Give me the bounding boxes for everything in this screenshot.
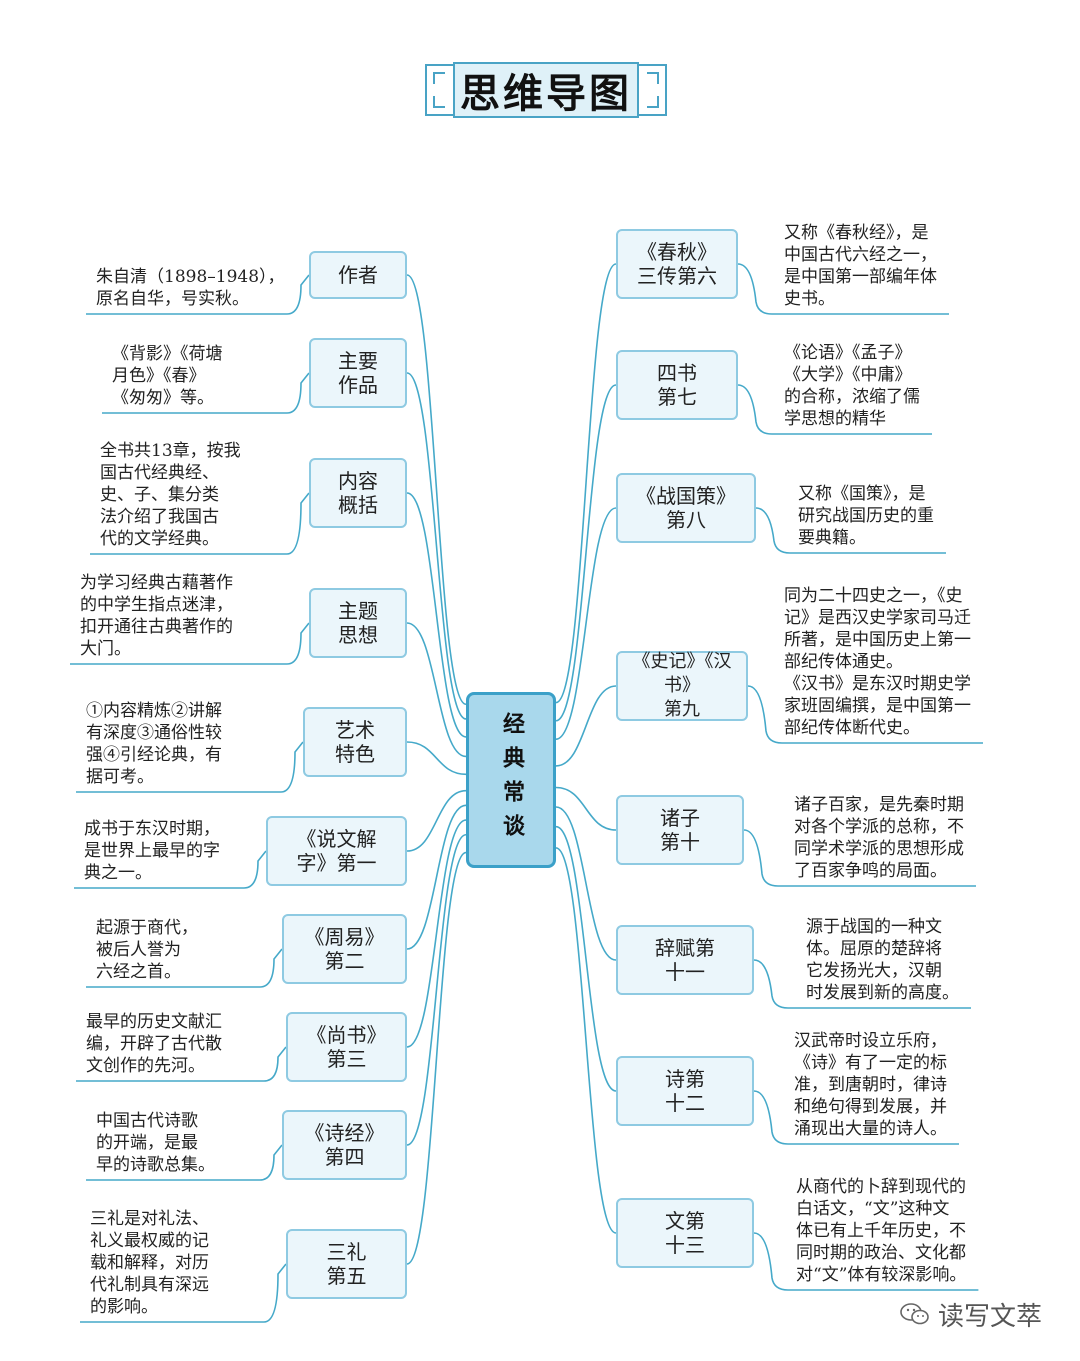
- connector-curve: [555, 806, 617, 961]
- branch-description: 诸子百家，是先秦时期 对各个学派的总称，不 同学术学派的思想形成 了百家争鸣的局…: [794, 795, 964, 881]
- description-underline: [80, 1263, 287, 1323]
- connector-curve: [555, 263, 617, 704]
- description-underline: [76, 1046, 287, 1082]
- description-underline: [70, 622, 310, 665]
- watermark-text: 读写文萃: [938, 1301, 1043, 1332]
- connector-curve: [555, 685, 617, 767]
- connector-curve: [555, 847, 617, 1234]
- branch-node-right: 《春秋》 三传第六: [616, 229, 738, 299]
- page-title: 思维导图: [453, 62, 639, 118]
- description-underline: [90, 492, 310, 555]
- branch-description: 起源于商代， 被后人誉为 六经之首。: [96, 918, 198, 982]
- branch-description: 《背影》《荷塘 月色》《春》 《匆匆》等。: [112, 344, 223, 408]
- connector-curve: [406, 789, 467, 852]
- branch-description: 《论语》《孟子》 《大学》《中庸》 的合称，浓缩了儒 学思想的精华: [784, 343, 920, 429]
- branch-node-left: 主题 思想: [309, 588, 407, 658]
- description-underline: [102, 372, 310, 414]
- branch-description: 朱自清（1898–1948）， 原名自华，号实秋。: [96, 267, 285, 309]
- connector-curve: [555, 384, 617, 722]
- center-node: 经典常谈: [466, 692, 556, 868]
- description-underline: [86, 274, 310, 315]
- branch-node-left: 《说文解 字》第一: [266, 816, 407, 886]
- connector-curve: [406, 851, 467, 1265]
- branch-node-right: 文第 十三: [616, 1198, 754, 1268]
- description-underline: [743, 829, 976, 887]
- branch-description: 三礼是对礼法、 礼义最权威的记 载和解释，对历 代礼制具有深远 的影响。: [90, 1209, 209, 1317]
- banner-ornament-right: [637, 64, 667, 116]
- wechat-icon: [900, 1303, 929, 1325]
- connector-curve: [406, 819, 467, 1048]
- connector-curve: [406, 804, 467, 950]
- connector-curve: [406, 741, 467, 776]
- title-banner: 思维导图: [423, 58, 669, 124]
- watermark: 读写文萃: [900, 1294, 1042, 1334]
- description-underline: [755, 507, 946, 554]
- connector-curve: [555, 507, 617, 740]
- description-underline: [74, 850, 267, 889]
- branch-description: 从商代的卜辞到现代的 白话文，“文”这种文 体已有上千年历史，不 同时期的政治、…: [796, 1177, 967, 1285]
- branch-node-left: 《诗经》 第四: [282, 1110, 407, 1180]
- connector-curve: [555, 786, 617, 831]
- banner-ornament-left: [425, 64, 455, 116]
- connector-curve: [406, 833, 467, 1146]
- description-underline: [753, 1090, 959, 1145]
- branch-description: 又称《国策》，是 研究战国历史的重 要典籍。: [798, 484, 934, 548]
- branch-node-left: 三礼 第五: [286, 1229, 407, 1299]
- branch-description: 为学习经典古藉著作 的中学生指点迷津， 扣开通往古典著作的 大门。: [80, 573, 233, 659]
- connector-curve: [406, 492, 467, 738]
- branch-description: 源于战国的一种文 体。屈原的楚辞将 它发扬光大，汉朝 时发展到新的高度。: [806, 917, 959, 1003]
- branch-description: 成书于东汉时期， 是世界上最早的字 典之一。: [84, 819, 220, 883]
- description-underline: [753, 959, 971, 1009]
- connector-curve: [406, 622, 467, 758]
- connector-curve: [406, 372, 467, 720]
- description-underline: [86, 948, 283, 988]
- description-underline: [753, 1232, 979, 1291]
- branch-description: 中国古代诗歌 的开端，是最 早的诗歌总集。: [96, 1111, 215, 1175]
- branch-description: 又称《春秋经》，是 中国古代六经之一， 是中国第一部编年体 史书。: [784, 223, 937, 309]
- branch-description: ①内容精炼②讲解 有深度③通俗性较 强④引经论典，有 据可考。: [86, 701, 222, 787]
- connector-curve: [406, 274, 467, 706]
- branch-description: 最早的历史文献汇 编，开辟了古代散 文创作的先河。: [86, 1012, 222, 1076]
- branch-node-left: 内容 概括: [309, 458, 407, 528]
- branch-node-left: 作者: [309, 251, 407, 299]
- branch-description: 全书共13章，按我 国古代经典经、 史、子、集分类 法介绍了我国古 代的文学经典…: [100, 441, 241, 549]
- branch-node-left: 艺术 特色: [303, 707, 407, 777]
- branch-node-left: 主要 作品: [309, 338, 407, 408]
- description-underline: [737, 263, 949, 315]
- branch-description: 汉武帝时设立乐府， 《诗》有了一定的标 准，到唐朝时，律诗 和绝句得到发展，并 …: [794, 1031, 947, 1139]
- description-underline: [747, 685, 983, 744]
- branch-node-right: 《战国策》 第八: [616, 473, 756, 543]
- branch-node-left: 《周易》 第二: [282, 914, 407, 984]
- connector-curve: [555, 825, 617, 1092]
- description-underline: [76, 741, 304, 793]
- branch-description: 同为二十四史之一，《史 记》是西汉史学家司马迁 所著，是中国历史上第一 部纪传体…: [784, 586, 971, 738]
- branch-node-right: 《史记》《汉书》 第九: [616, 651, 748, 721]
- description-underline: [86, 1144, 283, 1181]
- branch-node-left: 《尚书》 第三: [286, 1012, 407, 1082]
- branch-node-right: 诸子 第十: [616, 795, 744, 865]
- center-node-label: 经典常谈: [499, 712, 524, 848]
- branch-node-right: 四书 第七: [616, 350, 738, 420]
- description-underline: [737, 384, 932, 435]
- branch-node-right: 诗第 十二: [616, 1056, 754, 1126]
- branch-node-right: 辞赋第 十一: [616, 925, 754, 995]
